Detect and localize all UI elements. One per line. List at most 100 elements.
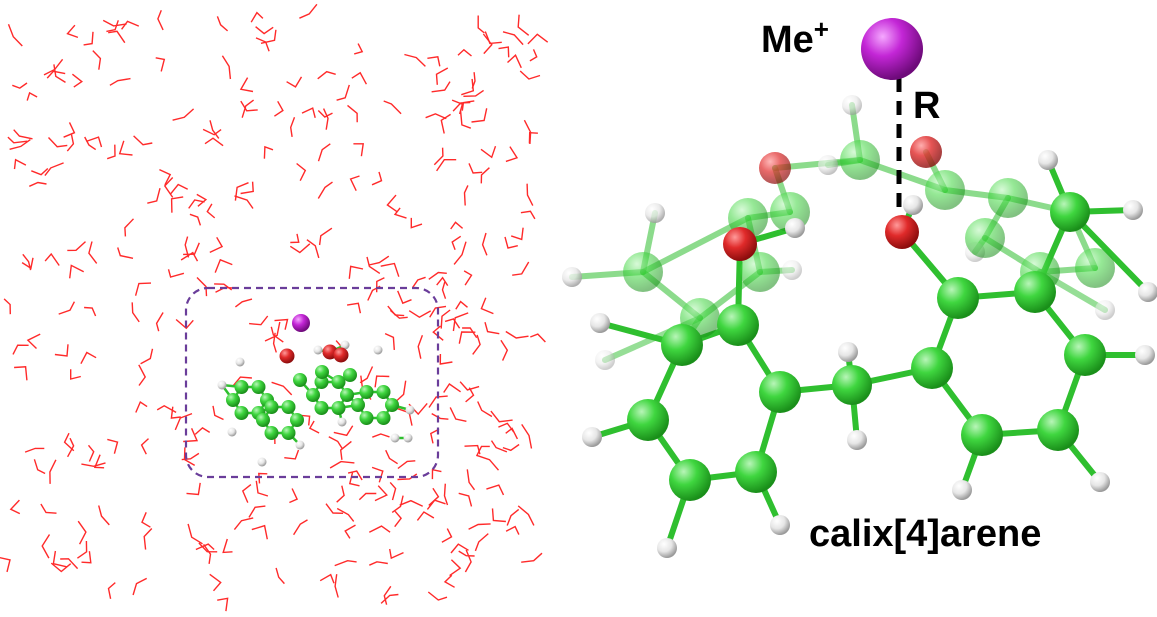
solvent-molecule xyxy=(222,538,233,554)
solvent-molecule xyxy=(457,48,472,57)
solvent-molecule xyxy=(451,99,464,115)
solvent-molecule xyxy=(416,511,435,521)
solvent-molecule xyxy=(389,481,397,501)
solvent-molecule xyxy=(66,134,75,152)
solvent-molecule xyxy=(383,585,392,605)
solvent-molecule xyxy=(458,550,475,557)
solvent-molecule xyxy=(124,218,135,237)
solvent-molecule xyxy=(344,524,356,539)
carbon-atom xyxy=(264,400,279,415)
carbon-atom xyxy=(340,388,354,402)
solvent-molecule xyxy=(255,26,274,35)
solvent-molecule xyxy=(289,488,299,504)
solvent-molecule xyxy=(325,503,344,514)
solvent-molecule xyxy=(317,143,331,162)
methyl-ion xyxy=(292,314,310,332)
solvent-molecule xyxy=(107,582,116,599)
solvent-molecule xyxy=(440,113,451,134)
carbon-atom xyxy=(351,398,365,412)
solvent-molecule xyxy=(372,433,390,438)
hydrogen-atom xyxy=(1123,200,1143,220)
solvent-molecule xyxy=(317,70,336,80)
solvent-molecule xyxy=(77,520,87,545)
solvent-molecule xyxy=(296,162,307,182)
solvent-molecule xyxy=(255,480,269,497)
solvent-molecule xyxy=(526,183,534,206)
carbon-atom xyxy=(343,368,357,382)
solvent-molecule xyxy=(174,412,193,431)
carbon-atom xyxy=(840,140,880,180)
solvent-molecule xyxy=(384,332,395,350)
carbon-atom xyxy=(315,365,329,379)
solvent-molecule xyxy=(481,232,488,256)
solvent-molecule xyxy=(523,119,532,145)
solvent-molecule xyxy=(519,70,541,80)
carbon-atom xyxy=(740,252,780,292)
hydrogen-atom xyxy=(235,357,245,367)
solvent-molecule xyxy=(465,387,475,403)
hydrogen-atom xyxy=(373,345,383,355)
solvent-molecule xyxy=(490,410,513,423)
carbon-atom xyxy=(234,380,249,395)
solvent-molecule xyxy=(88,241,98,264)
solvent-molecule xyxy=(155,57,166,72)
solvent-molecule xyxy=(167,269,185,278)
hydrogen-atom xyxy=(952,480,972,500)
solvent-molecule xyxy=(336,507,355,522)
solvent-molecule xyxy=(289,243,311,254)
solvent-molecule xyxy=(498,46,510,58)
solvent-molecule xyxy=(482,33,493,55)
solvent-molecule xyxy=(346,302,362,314)
solvent-molecule xyxy=(140,348,154,365)
solvent-molecule xyxy=(476,454,500,471)
carbon-atom xyxy=(264,425,279,440)
solvent-molecule xyxy=(336,84,350,101)
solvent-molecule xyxy=(383,100,402,115)
solvent-molecules xyxy=(0,3,549,612)
solvent-molecule xyxy=(248,505,266,518)
solvent-molecule xyxy=(206,203,216,219)
carbon-atom xyxy=(623,252,663,292)
solvent-molecule xyxy=(368,525,391,533)
solvent-molecule xyxy=(318,227,333,246)
solvent-molecule xyxy=(530,333,546,343)
solvent-molecule xyxy=(202,128,222,136)
carbon-atom xyxy=(988,178,1028,218)
solvent-molecule xyxy=(109,77,131,86)
solvent-molecule xyxy=(14,366,28,381)
solvent-molecule xyxy=(249,315,269,326)
hydrogen-atom xyxy=(785,218,805,238)
solvent-molecule xyxy=(232,376,252,387)
oxygen-atom xyxy=(885,215,919,249)
solvent-molecule xyxy=(450,543,469,554)
solvent-molecule xyxy=(329,460,355,469)
carbon-atom xyxy=(1014,271,1056,313)
solvent-molecule xyxy=(394,510,402,528)
oxygen-atom xyxy=(279,348,295,364)
solvent-molecule xyxy=(449,559,462,577)
solvent-molecule xyxy=(431,412,449,420)
solvent-molecule xyxy=(289,117,296,138)
solvent-molecule xyxy=(270,326,284,343)
solvent-molecule xyxy=(175,318,194,330)
solvent-molecule xyxy=(371,466,384,483)
solvent-molecule xyxy=(40,503,57,514)
solvent-molecule xyxy=(380,262,400,277)
solvent-molecule xyxy=(477,401,493,418)
solvent-molecule xyxy=(274,318,289,330)
solvent-molecule xyxy=(347,104,358,123)
solvent-molecule xyxy=(441,528,453,543)
solvent-molecule xyxy=(63,122,76,138)
carbon-atom xyxy=(717,304,759,346)
solvent-molecule xyxy=(80,351,97,365)
solvent-molecule xyxy=(306,239,320,259)
solvent-molecule xyxy=(141,512,151,528)
solvent-molecule xyxy=(521,424,533,449)
carbon-atom xyxy=(911,347,953,389)
carbon-atom xyxy=(331,375,346,390)
solvent-molecule xyxy=(106,144,116,160)
solvent-molecule xyxy=(461,78,475,96)
solvent-molecule xyxy=(44,252,60,266)
solvent-molecule xyxy=(49,459,57,484)
